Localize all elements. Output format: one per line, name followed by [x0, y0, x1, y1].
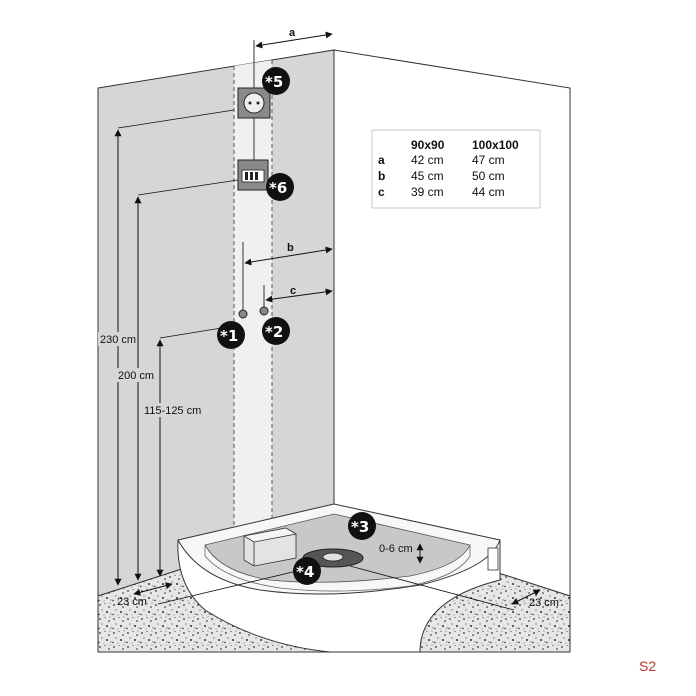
dim-right-23-label: 23 cm [529, 597, 559, 609]
floor-dimensions: 23 cm 23 cm [117, 565, 559, 611]
table-row-key: a [378, 153, 385, 167]
svg-text:*5: *5 [265, 73, 283, 91]
connection-box [237, 159, 269, 191]
dim-right-23-line [511, 589, 541, 605]
shower-tray [177, 503, 501, 653]
marker-1: *1 [217, 321, 245, 349]
svg-text:*3: *3 [351, 518, 369, 536]
dim-left-23-line [133, 582, 173, 596]
electrical-socket [237, 40, 271, 160]
table-cell: 44 cm [472, 185, 505, 199]
diagram-code: S2 [639, 658, 656, 674]
dim-b-line [244, 246, 333, 266]
table-cell: 39 cm [411, 185, 444, 199]
dim-c-label: c [290, 285, 296, 297]
dim-230-label: 230 cm [100, 334, 136, 346]
water-connections [238, 242, 269, 319]
table-cell: 50 cm [472, 169, 505, 183]
markers: *5 *6 *1 *2 *3 *4 [217, 67, 376, 585]
dim-c-line [265, 288, 333, 303]
dim-b-label: b [287, 242, 294, 254]
drain-cover [322, 552, 344, 562]
horizontal-dimensions: a b c [244, 27, 333, 303]
marker-3: *3 [348, 512, 376, 540]
dim-a-line [255, 31, 333, 49]
table-header-90x90: 90x90 [411, 138, 445, 152]
dim-a-label: a [289, 27, 296, 39]
marker-4: *4 [293, 557, 321, 585]
svg-text:*2: *2 [265, 323, 283, 341]
dim-200-label: 200 cm [118, 370, 154, 382]
marker-5: *5 [262, 67, 290, 95]
installation-channel [234, 60, 272, 536]
dim-115-125-label: 115-125 cm [144, 405, 201, 417]
water-inlet-1 [238, 309, 248, 319]
table-cell: 47 cm [472, 153, 505, 167]
vertical-dimensions: 230 cm 200 cm 115-125 cm 0-6 cm [98, 109, 424, 586]
svg-text:*4: *4 [296, 563, 314, 581]
svg-text:*1: *1 [220, 327, 238, 345]
table-cell: 42 cm [411, 153, 444, 167]
table-header-100x100: 100x100 [472, 138, 519, 152]
dim-left-23-label: 23 cm [117, 596, 147, 608]
marker-2: *2 [262, 317, 290, 345]
svg-text:*6: *6 [269, 179, 287, 197]
dimension-table: 90x90 100x100 a 42 cm 47 cm b 45 cm 50 c… [371, 129, 541, 209]
table-row-key: c [378, 185, 385, 199]
water-inlet-2 [259, 306, 269, 316]
table-cell: 45 cm [411, 169, 444, 183]
marker-6: *6 [266, 173, 294, 201]
table-row-key: b [378, 169, 385, 183]
dim-0-6-label: 0-6 cm [379, 543, 413, 555]
